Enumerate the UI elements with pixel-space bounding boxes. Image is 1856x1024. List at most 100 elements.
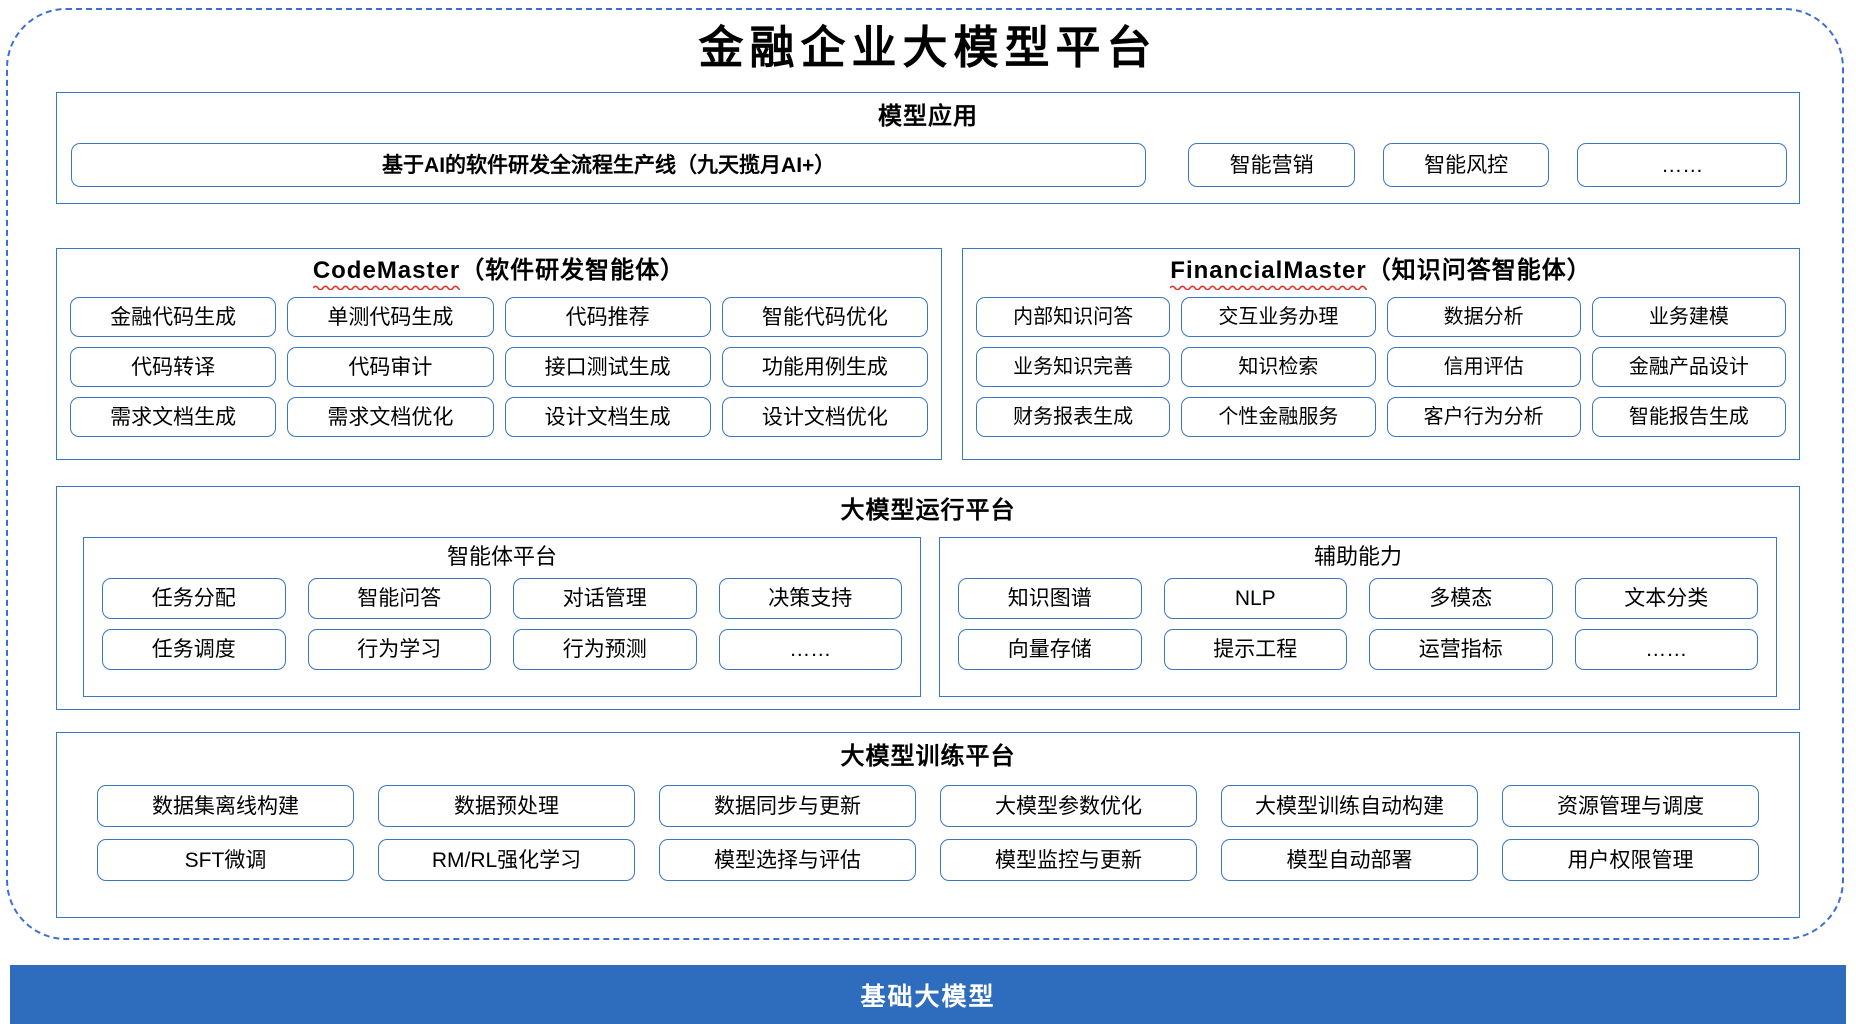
chip-fm-1-2[interactable]: 信用评估 <box>1386 347 1581 387</box>
panel-training-platform: 大模型训练平台 数据集离线构建 数据预处理 数据同步与更新 大模型参数优化 大模… <box>56 732 1800 918</box>
chip-cm-0-1[interactable]: 单测代码生成 <box>287 297 494 337</box>
chip-tp-0-3[interactable]: 大模型参数优化 <box>940 785 1197 827</box>
agent-platform-row: 任务分配 智能问答 对话管理 决策支持 <box>102 578 902 619</box>
chip-fm-0-1[interactable]: 交互业务办理 <box>1181 297 1376 337</box>
chip-cm-0-0[interactable]: 金融代码生成 <box>70 297 277 337</box>
chip-ap-0-1[interactable]: 智能问答 <box>307 578 491 619</box>
chip-cm-1-3[interactable]: 功能用例生成 <box>721 347 928 387</box>
code-master-row: 需求文档生成 需求文档优化 设计文档生成 设计文档优化 <box>70 397 928 437</box>
chip-ap-1-0[interactable]: 任务调度 <box>102 629 286 670</box>
chip-fm-0-0[interactable]: 内部知识问答 <box>976 297 1171 337</box>
aux-capability-grid: 知识图谱 NLP 多模态 文本分类 向量存储 提示工程 运营指标 …… <box>958 578 1758 670</box>
training-platform-grid: 数据集离线构建 数据预处理 数据同步与更新 大模型参数优化 大模型训练自动构建 … <box>97 785 1759 881</box>
chip-fm-2-3[interactable]: 智能报告生成 <box>1591 397 1786 437</box>
financial-master-name: FinancialMaster <box>1170 257 1367 284</box>
code-master-grid: 金融代码生成 单测代码生成 代码推荐 智能代码优化 代码转译 代码审计 接口测试… <box>70 297 928 437</box>
panel-title-training-platform: 大模型训练平台 <box>840 743 1016 770</box>
chip-tp-1-0[interactable]: SFT微调 <box>97 839 354 881</box>
chip-ap-0-0[interactable]: 任务分配 <box>102 578 286 619</box>
page-title: 金融企业大模型平台 <box>698 23 1158 73</box>
training-platform-row: 数据集离线构建 数据预处理 数据同步与更新 大模型参数优化 大模型训练自动构建 … <box>97 785 1759 827</box>
financial-master-row: 业务知识完善 知识检索 信用评估 金融产品设计 <box>976 347 1786 387</box>
chip-cm-1-0[interactable]: 代码转译 <box>70 347 277 387</box>
financial-master-row: 内部知识问答 交互业务办理 数据分析 业务建模 <box>976 297 1786 337</box>
chip-tp-0-1[interactable]: 数据预处理 <box>378 785 635 827</box>
base-model-label: 基础大模型 <box>860 982 996 1011</box>
chip-fm-1-3[interactable]: 金融产品设计 <box>1591 347 1786 387</box>
chip-cm-1-2[interactable]: 接口测试生成 <box>504 347 711 387</box>
chip-ac-1-3[interactable]: …… <box>1574 629 1758 670</box>
chip-tp-0-4[interactable]: 大模型训练自动构建 <box>1221 785 1478 827</box>
model-application-items: 基于AI的软件研发全流程生产线（九天揽月AI+） 智能营销 智能风控 …… <box>71 143 1787 187</box>
chip-fm-1-1[interactable]: 知识检索 <box>1181 347 1376 387</box>
panel-header-financial-master: FinancialMaster（知识问答智能体） <box>963 257 1799 290</box>
chip-cm-1-1[interactable]: 代码审计 <box>287 347 494 387</box>
chip-ac-0-3[interactable]: 文本分类 <box>1574 578 1758 619</box>
chip-smart-marketing[interactable]: 智能营销 <box>1188 143 1355 187</box>
aux-capability-row: 向量存储 提示工程 运营指标 …… <box>958 629 1758 670</box>
code-master-name: CodeMaster <box>312 257 461 284</box>
panel-title-runtime-platform: 大模型运行平台 <box>840 497 1016 524</box>
chip-cm-2-2[interactable]: 设计文档生成 <box>504 397 711 437</box>
chip-ap-0-2[interactable]: 对话管理 <box>513 578 697 619</box>
chip-cm-2-1[interactable]: 需求文档优化 <box>287 397 494 437</box>
base-model-bar: 基础大模型 <box>10 965 1846 1024</box>
chip-ac-0-1[interactable]: NLP <box>1163 578 1347 619</box>
spellcheck-squiggle-icon <box>312 284 461 290</box>
panel-title-model-application: 模型应用 <box>878 103 978 130</box>
chip-fm-2-1[interactable]: 个性金融服务 <box>1181 397 1376 437</box>
code-master-subtitle: （软件研发智能体） <box>460 257 686 284</box>
panel-model-application: 模型应用 基于AI的软件研发全流程生产线（九天揽月AI+） 智能营销 智能风控 … <box>56 92 1800 204</box>
spellcheck-squiggle-icon <box>1170 284 1367 290</box>
chip-tp-1-2[interactable]: 模型选择与评估 <box>659 839 916 881</box>
training-platform-row: SFT微调 RM/RL强化学习 模型选择与评估 模型监控与更新 模型自动部署 用… <box>97 839 1759 881</box>
code-master-name-wrap: CodeMaster <box>312 257 461 290</box>
chip-tp-1-1[interactable]: RM/RL强化学习 <box>378 839 635 881</box>
chip-more-applications[interactable]: …… <box>1577 143 1787 187</box>
financial-master-name-wrap: FinancialMaster <box>1170 257 1367 290</box>
chip-fm-0-3[interactable]: 业务建模 <box>1591 297 1786 337</box>
sub-panel-aux-capability: 辅助能力 知识图谱 NLP 多模态 文本分类 向量存储 提示工程 运营指标 …… <box>939 537 1777 697</box>
chip-tp-0-5[interactable]: 资源管理与调度 <box>1502 785 1759 827</box>
chip-smart-risk-control[interactable]: 智能风控 <box>1382 143 1550 187</box>
panel-header-code-master: CodeMaster（软件研发智能体） <box>57 257 941 290</box>
chip-ac-0-2[interactable]: 多模态 <box>1369 578 1553 619</box>
aux-capability-row: 知识图谱 NLP 多模态 文本分类 <box>958 578 1758 619</box>
financial-master-grid: 内部知识问答 交互业务办理 数据分析 业务建模 业务知识完善 知识检索 信用评估… <box>976 297 1786 437</box>
chip-tp-1-5[interactable]: 用户权限管理 <box>1502 839 1759 881</box>
panel-runtime-platform: 大模型运行平台 智能体平台 任务分配 智能问答 对话管理 决策支持 任务调度 行… <box>56 486 1800 710</box>
sub-title-aux-capability: 辅助能力 <box>1313 544 1402 569</box>
chip-ap-1-2[interactable]: 行为预测 <box>513 629 697 670</box>
chip-cm-2-3[interactable]: 设计文档优化 <box>721 397 928 437</box>
code-master-row: 金融代码生成 单测代码生成 代码推荐 智能代码优化 <box>70 297 928 337</box>
code-master-row: 代码转译 代码审计 接口测试生成 功能用例生成 <box>70 347 928 387</box>
chip-cm-0-3[interactable]: 智能代码优化 <box>721 297 928 337</box>
chip-ac-1-1[interactable]: 提示工程 <box>1163 629 1347 670</box>
chip-tp-1-3[interactable]: 模型监控与更新 <box>940 839 1197 881</box>
chip-ai-software-pipeline[interactable]: 基于AI的软件研发全流程生产线（九天揽月AI+） <box>71 143 1147 187</box>
chip-fm-2-0[interactable]: 财务报表生成 <box>976 397 1171 437</box>
outer-dashed-frame <box>6 8 1844 940</box>
chip-cm-0-2[interactable]: 代码推荐 <box>504 297 711 337</box>
chip-ac-1-2[interactable]: 运营指标 <box>1369 629 1553 670</box>
chip-ac-0-0[interactable]: 知识图谱 <box>958 578 1142 619</box>
chip-fm-1-0[interactable]: 业务知识完善 <box>976 347 1171 387</box>
sub-panel-agent-platform: 智能体平台 任务分配 智能问答 对话管理 决策支持 任务调度 行为学习 行为预测… <box>83 537 921 697</box>
chip-cm-2-0[interactable]: 需求文档生成 <box>70 397 277 437</box>
chip-fm-2-2[interactable]: 客户行为分析 <box>1386 397 1581 437</box>
chip-tp-0-0[interactable]: 数据集离线构建 <box>97 785 354 827</box>
financial-master-subtitle: （知识问答智能体） <box>1366 257 1592 284</box>
financial-master-row: 财务报表生成 个性金融服务 客户行为分析 智能报告生成 <box>976 397 1786 437</box>
agent-platform-row: 任务调度 行为学习 行为预测 …… <box>102 629 902 670</box>
agent-platform-grid: 任务分配 智能问答 对话管理 决策支持 任务调度 行为学习 行为预测 …… <box>102 578 902 670</box>
chip-ap-1-1[interactable]: 行为学习 <box>307 629 491 670</box>
chip-ac-1-0[interactable]: 向量存储 <box>958 629 1142 670</box>
chip-ap-0-3[interactable]: 决策支持 <box>718 578 902 619</box>
chip-fm-0-2[interactable]: 数据分析 <box>1386 297 1581 337</box>
panel-code-master: CodeMaster（软件研发智能体） 金融代码生成 单测代码生成 代码推荐 智… <box>56 248 942 460</box>
chip-tp-1-4[interactable]: 模型自动部署 <box>1221 839 1478 881</box>
chip-tp-0-2[interactable]: 数据同步与更新 <box>659 785 916 827</box>
chip-ap-1-3[interactable]: …… <box>718 629 902 670</box>
sub-title-agent-platform: 智能体平台 <box>446 544 557 569</box>
